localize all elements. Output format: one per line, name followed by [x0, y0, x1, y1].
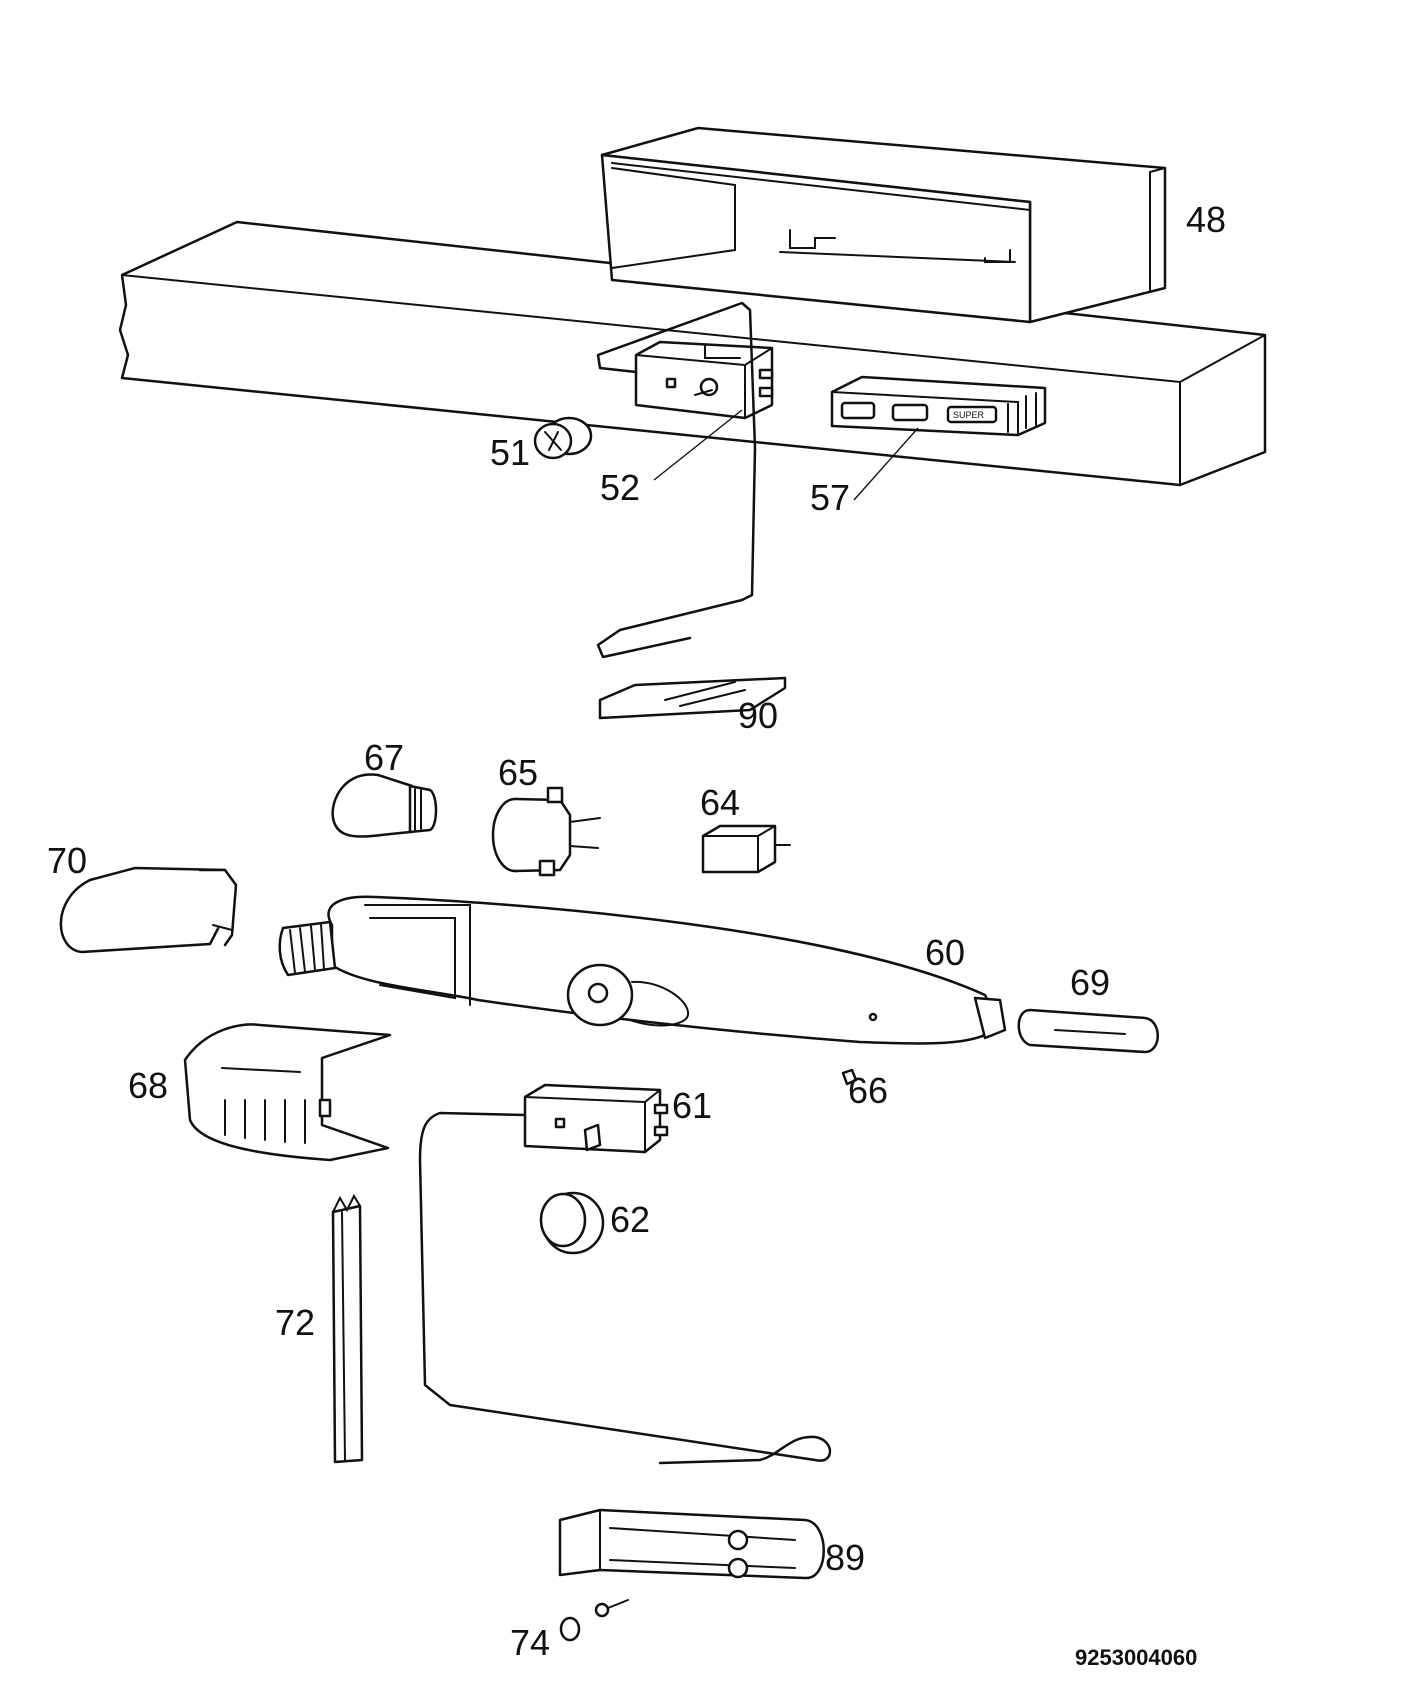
part-69-lens [1017, 1008, 1159, 1054]
part-70-diffuser [59, 866, 238, 954]
part-61-thermostat [418, 1083, 832, 1465]
label-74: 74 [510, 1622, 550, 1663]
part-60-light-housing [278, 895, 1007, 1045]
part-51-knob [533, 416, 593, 460]
part-67-light-bulb [331, 773, 438, 838]
label-51: 51 [490, 432, 530, 473]
part-89-holder [558, 1508, 825, 1580]
drawing-number: 9253004060 [1075, 1645, 1197, 1670]
part-72-seal-strip [331, 1193, 364, 1464]
label-69: 69 [1070, 962, 1110, 1003]
part-48-cover-trim [600, 126, 1167, 324]
label-62: 62 [610, 1199, 650, 1240]
label-67: 67 [364, 737, 404, 778]
label-57: 57 [810, 477, 850, 518]
label-90: 90 [738, 695, 778, 736]
label-52: 52 [600, 467, 640, 508]
label-70: 70 [47, 840, 87, 881]
label-66: 66 [848, 1070, 888, 1111]
label-60: 60 [925, 932, 965, 973]
label-64: 64 [700, 782, 740, 823]
part-65-lamp-socket [491, 786, 601, 877]
part-62-knob-ring [539, 1191, 605, 1255]
part-68-lamp-cover [183, 1023, 392, 1162]
part-52-thermostat [596, 301, 774, 659]
part-90-bracket [598, 676, 787, 720]
label-89: 89 [825, 1537, 865, 1578]
label-68: 68 [128, 1065, 168, 1106]
label-72: 72 [275, 1302, 315, 1343]
part-64-switch [701, 824, 791, 874]
part-74-screw-washer [559, 1599, 629, 1642]
part-66-screw [841, 1068, 858, 1086]
label-65: 65 [498, 752, 538, 793]
super-button-text: SUPER [953, 410, 985, 420]
label-48: 48 [1186, 199, 1226, 240]
part-57-control-panel: SUPER [830, 375, 1047, 501]
label-61: 61 [672, 1085, 712, 1126]
